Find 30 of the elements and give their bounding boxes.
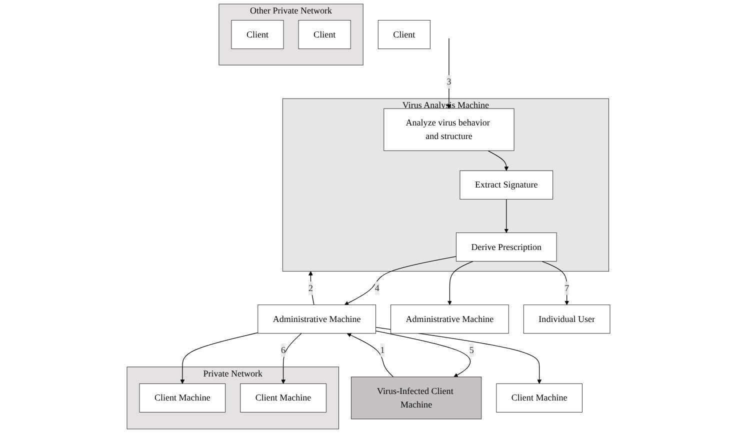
arrow: [446, 38, 452, 109]
node-box: Administrative Machine: [258, 304, 376, 334]
arrow: [488, 150, 509, 171]
node-box: Analyze virus behavior and structure: [384, 108, 514, 151]
edge-label: 7: [564, 282, 570, 293]
edge-label: 1: [380, 344, 385, 355]
node-box: Client Machine: [496, 383, 582, 412]
node-box: Virus-Infected Client Machine: [350, 376, 482, 420]
arrow: [281, 333, 302, 384]
edge-label: 3: [446, 76, 452, 87]
edge-label: 2: [308, 282, 313, 293]
arrow: [448, 260, 474, 306]
edge-label: 4: [374, 282, 380, 293]
node-box: Client Machine: [240, 383, 326, 412]
node-box: Client: [231, 20, 284, 50]
node-box: Client: [298, 20, 351, 50]
node-box: Client: [378, 20, 430, 50]
arrow: [542, 260, 570, 306]
node-box: Derive Prescription: [456, 232, 557, 262]
arrow: [504, 198, 509, 233]
edge-label: 5: [469, 344, 474, 355]
node-box: Extract Signature: [460, 170, 554, 200]
arrow: [346, 333, 394, 378]
arrow: [180, 332, 258, 384]
edge-label: 6: [281, 344, 286, 355]
node-box: Administrative Machine: [390, 304, 509, 334]
arrow: [375, 330, 471, 378]
arrow: [344, 256, 457, 306]
node-box: Individual User: [523, 304, 610, 334]
node-box: Client Machine: [139, 383, 226, 412]
